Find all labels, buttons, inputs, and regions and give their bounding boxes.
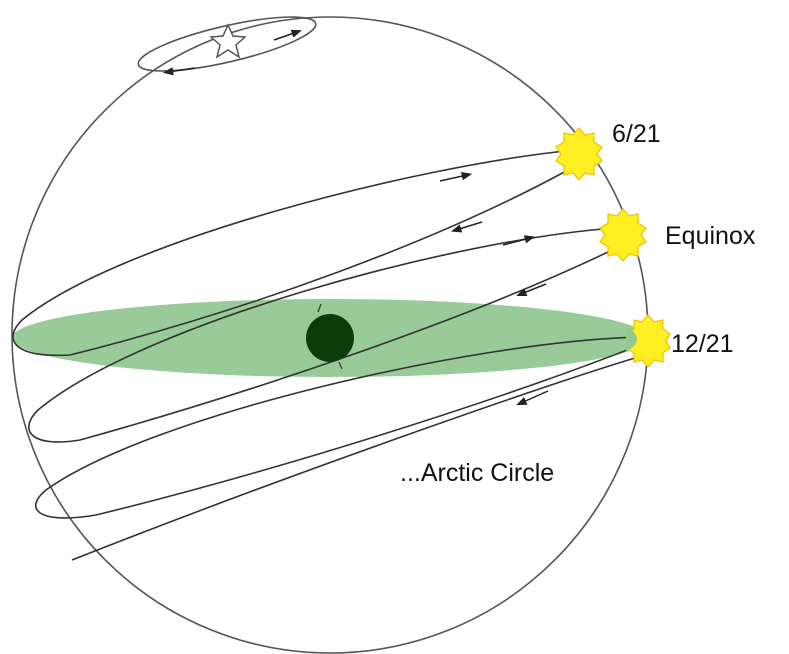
arrow-icon [502,235,536,246]
sun-icon [625,314,671,368]
sun-icon [599,208,647,262]
polar-orbit-arrow [162,67,196,76]
arrow-icon [439,172,473,182]
label-december-solstice: 12/21 [671,330,734,358]
polar-orbit-arrow [273,29,302,41]
arrow-icon [516,390,549,406]
sun-path-arctic-circle [71,354,646,561]
path-direction-arrows [439,172,549,406]
sun-path-equinox [28,227,616,443]
sun-icon [555,127,603,181]
polar-orbit-ellipse [137,16,317,72]
arrow-icon [450,221,483,233]
sun-path-june-solstice [12,149,576,357]
star-icon [209,23,247,59]
label-june-solstice: 6/21 [612,120,661,148]
label-equinox: Equinox [665,222,756,250]
sun-path-december-solstice [35,336,643,519]
label-arctic-circle: ...Arctic Circle [400,459,554,487]
sun-paths [12,149,646,561]
circumpolar-star-path [137,16,317,76]
observer-icon [306,303,354,370]
arrow-icon [516,283,547,296]
